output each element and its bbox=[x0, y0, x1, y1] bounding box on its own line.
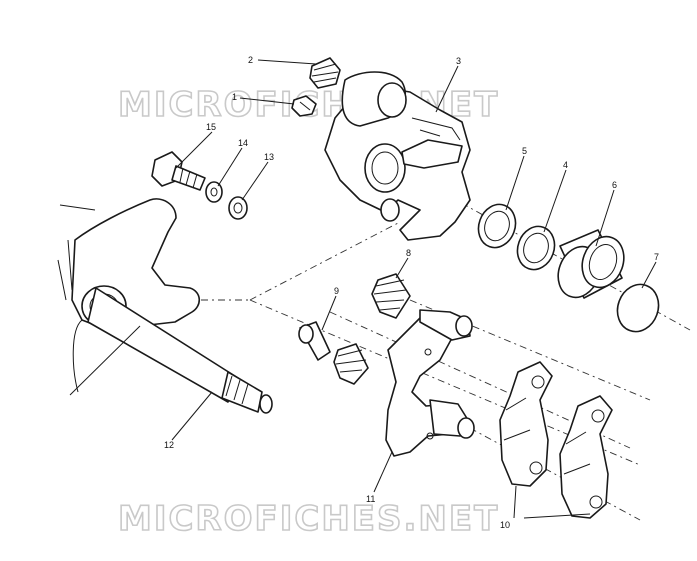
part-15-bolt bbox=[151, 151, 206, 191]
part-7-cap bbox=[616, 283, 660, 333]
part-9-slide-pin bbox=[298, 321, 369, 385]
part-4-dust-seal bbox=[516, 225, 556, 271]
part-2-bleeder-cap bbox=[309, 57, 341, 89]
callout-6: 6 bbox=[612, 180, 617, 190]
part-11-caliper-bracket bbox=[385, 309, 475, 457]
callout-15: 15 bbox=[206, 122, 216, 132]
callout-8: 8 bbox=[406, 248, 411, 258]
part-8-pin-boot bbox=[371, 273, 411, 319]
callout-13: 13 bbox=[264, 152, 274, 162]
part-6-piston bbox=[557, 229, 625, 299]
part-13-flat-washer bbox=[228, 196, 248, 220]
callout-11: 11 bbox=[366, 494, 375, 504]
callout-4: 4 bbox=[563, 160, 568, 170]
callout-5: 5 bbox=[522, 146, 527, 156]
part-12-bracket-axle bbox=[57, 198, 273, 414]
part-1-bleeder-screw bbox=[291, 95, 317, 117]
leader-lines bbox=[171, 59, 657, 519]
part-14-lock-washer bbox=[205, 181, 223, 203]
callout-14: 14 bbox=[238, 138, 248, 148]
part-5-seal bbox=[477, 203, 517, 249]
callout-1: 1 bbox=[232, 92, 237, 102]
callout-7: 7 bbox=[654, 252, 659, 262]
part-10-brake-pads bbox=[499, 361, 613, 519]
callout-2: 2 bbox=[248, 55, 253, 65]
callout-12: 12 bbox=[164, 440, 174, 450]
part-3-caliper-body bbox=[324, 71, 471, 241]
callout-3: 3 bbox=[456, 56, 461, 66]
watermark-bottom: MICROFICHES.NET bbox=[118, 499, 499, 539]
callout-9: 9 bbox=[334, 286, 339, 296]
callout-labels: 1 2 3 4 5 6 7 8 9 10 11 12 13 14 15 bbox=[164, 55, 659, 530]
callout-10: 10 bbox=[500, 520, 510, 530]
